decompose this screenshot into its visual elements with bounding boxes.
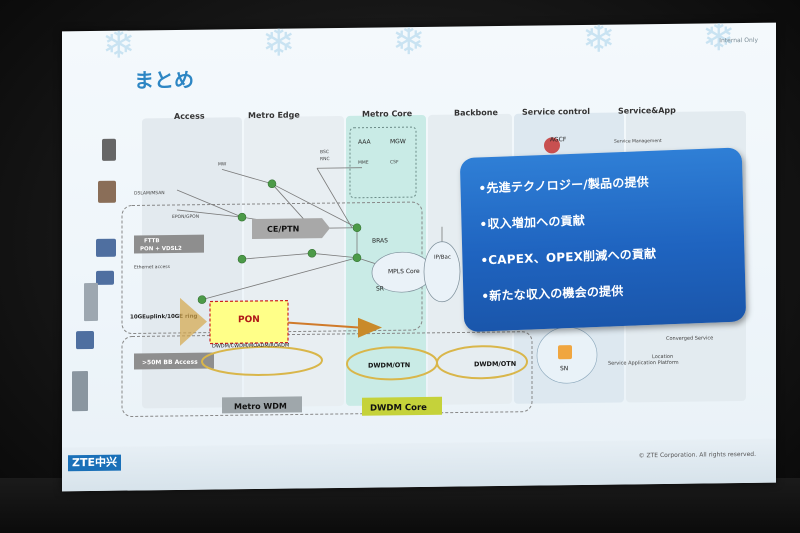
- dwdm-ring-2: [436, 345, 528, 380]
- slide-footer: [62, 438, 776, 492]
- building-icon: [96, 238, 116, 257]
- pon-splitter-icon: [180, 297, 207, 346]
- ip-backbone-cloud-icon: [423, 241, 461, 303]
- office-tower-icon: [84, 282, 98, 322]
- rnc-label: RNC: [320, 156, 330, 162]
- mgw-label: MGW: [390, 138, 406, 145]
- pon-label: PON: [238, 315, 260, 325]
- converged-service-label: Converged Service: [666, 335, 713, 342]
- home-icon: [96, 270, 114, 285]
- projection-screen: ❄ ❄ ❄ ❄ ❄ Internal Only まとめ Access Metro…: [62, 22, 776, 492]
- mw-label: MW: [218, 161, 227, 167]
- callout-item-2: •収入増加への貢献: [479, 213, 586, 232]
- server-building-icon: [72, 371, 88, 412]
- csf-label: CSF: [390, 159, 399, 165]
- metro-wdm-label: Metro WDM: [234, 402, 287, 412]
- zte-logo: ZTE中兴: [68, 454, 121, 472]
- transport-group-outline: [121, 331, 533, 418]
- fttb-label: FTTB: [144, 238, 160, 244]
- mme-label: MME: [358, 160, 369, 166]
- dwdm-core-box: [362, 396, 442, 416]
- uplink-label: 10GEuplink/10GE ring: [130, 314, 197, 321]
- mobile-phone-icon: [102, 138, 116, 161]
- metro-core-device-group: [349, 126, 417, 199]
- access-group-outline: [121, 201, 423, 335]
- fttb-box: [134, 234, 204, 254]
- ce-ptn-banner: [252, 218, 330, 240]
- bb-access-label: >50M BB Access: [142, 359, 198, 367]
- bsc-label: BSC: [320, 149, 329, 155]
- network-diagram: CE/PTN FTTB PON + VDSL2 Ethernet access …: [72, 126, 713, 418]
- callout-item-4: •新たな収入の機会の提供: [481, 283, 624, 304]
- service-management-label: Service Management: [614, 138, 662, 145]
- olt-icon: [358, 317, 382, 338]
- dslam-msan-label: DSLAM/MSAN: [134, 190, 165, 196]
- mpls-core-label: MPLS Core: [388, 268, 420, 275]
- sn-label: SN: [560, 365, 568, 372]
- location-label: Location: [652, 354, 673, 360]
- pon-fiber-line: [287, 321, 363, 329]
- metro-wdm-ring: [201, 345, 323, 376]
- metro-wdm-box: [222, 396, 302, 414]
- telephone-icon: [98, 180, 116, 203]
- callout-item-1: •先進テクノロジー/製品の提供: [478, 174, 650, 196]
- bras-label: BRAS: [372, 237, 388, 244]
- sr-label: SR: [376, 285, 384, 292]
- router-nodes: [197, 179, 362, 304]
- dwdm-core-label: DWDM Core: [370, 403, 427, 414]
- ethernet-access-label: Ethernet access: [134, 264, 171, 270]
- pon-box: [209, 299, 289, 345]
- agcf-icon: [544, 137, 560, 154]
- pon-vdsl-label: PON + VDSL2: [140, 246, 182, 253]
- summary-callout: •先進テクノロジー/製品の提供 •収入増加への貢献 •CAPEX、OPEX削減へ…: [459, 147, 747, 333]
- ce-ptn-label: CE/PTN: [267, 224, 299, 233]
- epon-gpon-label: EPON/GPON: [172, 214, 199, 220]
- aaa-label: AAA: [358, 139, 372, 146]
- ip-backbone-label: IP/Bac: [434, 255, 451, 261]
- service-app-platform-label: Service Application Platform: [608, 360, 679, 367]
- dwdm-otn-label-1: DWDM/OTN: [368, 361, 410, 370]
- sn-icon: [558, 345, 572, 360]
- dwdm-otn-label-2: DWDM/OTN: [474, 360, 516, 369]
- bb-access-box: [134, 352, 214, 370]
- agcf-label: AGCF: [550, 136, 567, 143]
- house-icon: [76, 330, 94, 350]
- callout-item-3: •CAPEX、OPEX削減への貢献: [480, 246, 657, 268]
- dwdm-cwdm-label: DWDM/CWDM/MOADM/ROADM: [212, 343, 289, 350]
